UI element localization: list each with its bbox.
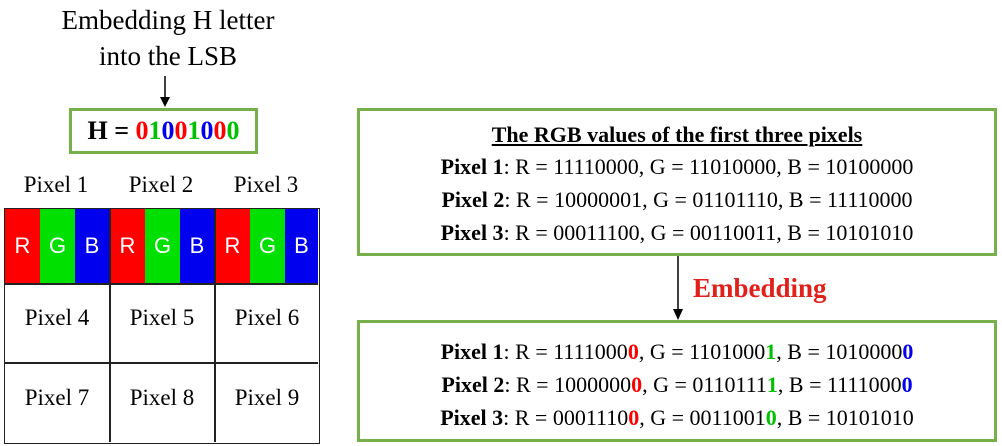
original-values-box: The RGB values of the first three pixels… [357, 108, 997, 256]
b-value: 1111000 [827, 372, 902, 397]
channel-b: B [180, 209, 214, 283]
g-lsb: 1 [766, 372, 778, 397]
b-lsb: 0 [902, 339, 914, 364]
pixel-name: Pixel 2 [441, 372, 505, 397]
channel-b: B [75, 209, 109, 283]
original-row-3: Pixel 3: R = 00011100, G = 00110011, B =… [360, 216, 994, 249]
h-bit-0: 0 [135, 116, 149, 145]
channel-r: R [215, 209, 250, 283]
h-bit-5: 0 [200, 116, 214, 145]
pixel-name: Pixel 1 [440, 339, 504, 364]
pixel-name: Pixel 1 [440, 154, 504, 179]
pixel-values: : R = 11110000, G = 11010000, B = 101000… [503, 154, 914, 179]
embedded-row-2: Pixel 2: R = 10000000, G = 01101111, B =… [441, 372, 913, 397]
r-lsb: 0 [631, 372, 643, 397]
r-value: 1111000 [553, 339, 628, 364]
grid-divider [109, 209, 111, 442]
h-letter-prefix: H = [87, 116, 136, 145]
original-row-1: Pixel 1: R = 11110000, G = 11010000, B =… [360, 150, 994, 183]
grid-pixel-label: Pixel 6 [234, 305, 300, 330]
r-value: 1000000 [554, 372, 632, 397]
channel-b: B [285, 209, 318, 283]
pixel-values: : R = 10000001, G = 01101110, B = 111100… [504, 187, 913, 212]
channel-r: R [5, 209, 40, 283]
pixel-name: Pixel 3 [440, 220, 504, 245]
embedded-row-1: Pixel 1: R = 11110000, G = 11010001, B =… [440, 339, 914, 364]
heading-line-1: Embedding H letter [61, 5, 275, 35]
h-bit-7: 0 [226, 116, 240, 145]
down-arrow-icon [160, 76, 170, 107]
heading: Embedding H letter into the LSB [0, 2, 336, 74]
b-lsb: 0 [901, 372, 913, 397]
r-lsb: 0 [628, 405, 640, 430]
original-row-2: Pixel 2: R = 10000001, G = 01101110, B =… [360, 183, 994, 216]
embedded-row-3: Pixel 3: R = 00011100, G = 00110010, B =… [440, 405, 914, 430]
b-value: 10101010 [825, 405, 914, 430]
grid-divider [214, 209, 216, 442]
g-lsb: 1 [765, 339, 777, 364]
r-lsb: 0 [627, 339, 639, 364]
pixel-grid: R G B R G B R G B Pixel 4 Pixel 5 Pixel … [4, 208, 320, 444]
g-value: 1101000 [689, 339, 766, 364]
pixel-name: Pixel 3 [440, 405, 504, 430]
grid-divider [5, 362, 318, 364]
channel-g: G [145, 209, 180, 283]
heading-line-2: into the LSB [98, 41, 237, 71]
grid-pixel-label: Pixel 9 [234, 385, 300, 410]
pixel-values: : R = 00011100, G = 00110011, B = 101010… [503, 220, 914, 245]
h-bit-6: 0 [213, 116, 227, 145]
g-value: 0110111 [692, 372, 767, 397]
embedding-label: Embedding [693, 273, 827, 303]
g-lsb: 0 [765, 405, 777, 430]
grid-pixel-label: Pixel 4 [24, 305, 90, 330]
pixel-name: Pixel 2 [441, 187, 505, 212]
h-bit-2: 0 [161, 116, 175, 145]
down-arrow-icon [673, 256, 683, 320]
pixel-label-3: Pixel 3 [233, 172, 299, 197]
embedded-values-box: Pixel 1: R = 11110000, G = 11010001, B =… [357, 320, 997, 442]
grid-pixel-label: Pixel 7 [24, 385, 90, 410]
grid-divider [5, 283, 318, 285]
h-letter-box: H = 01001000 [69, 108, 258, 154]
pixel-label-2: Pixel 2 [128, 172, 194, 197]
channel-g: G [250, 209, 285, 283]
channel-r: R [110, 209, 145, 283]
channel-g: G [40, 209, 75, 283]
r-value: 0001110 [552, 405, 629, 430]
h-letter-bits: 01001000 [136, 116, 240, 146]
grid-pixel-label: Pixel 5 [129, 305, 195, 330]
grid-pixel-label: Pixel 8 [129, 385, 195, 410]
h-bit-1: 1 [148, 116, 162, 145]
original-values-title: The RGB values of the first three pixels [491, 122, 863, 147]
g-value: 0011001 [689, 405, 766, 430]
b-value: 1010000 [825, 339, 903, 364]
h-bit-4: 1 [187, 116, 201, 145]
pixel-label-1: Pixel 1 [23, 172, 89, 197]
h-bit-3: 0 [174, 116, 188, 145]
